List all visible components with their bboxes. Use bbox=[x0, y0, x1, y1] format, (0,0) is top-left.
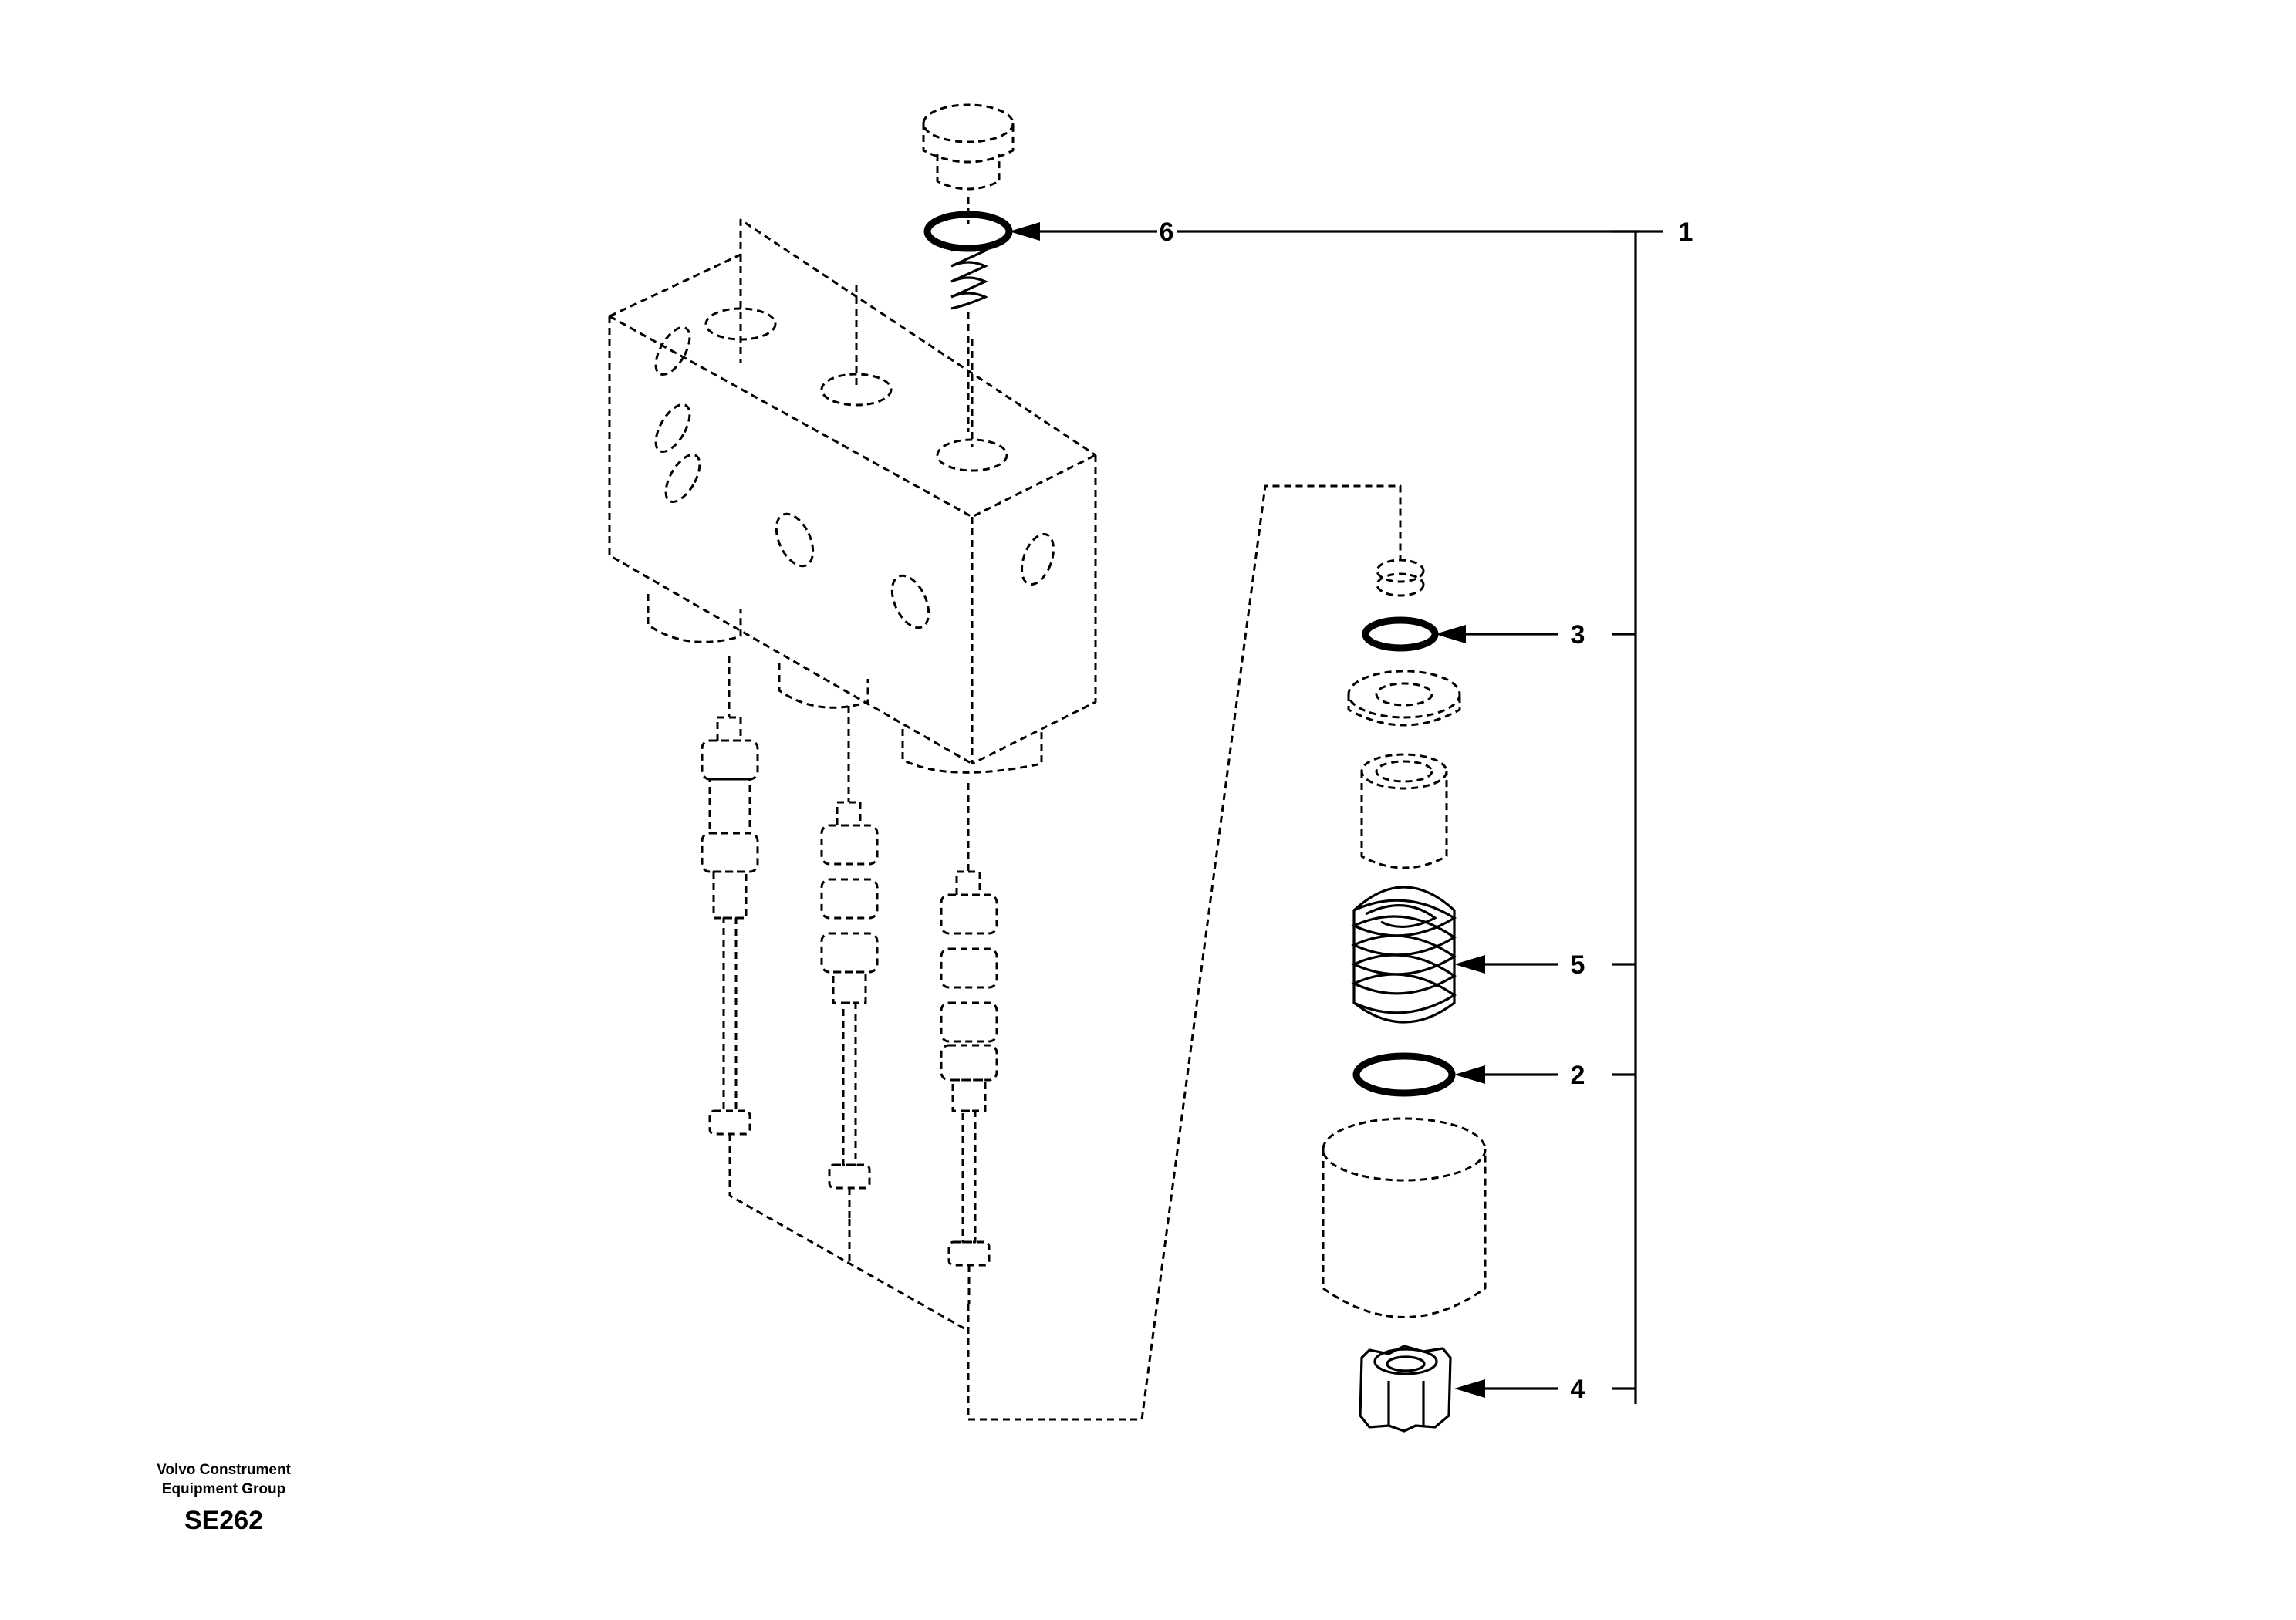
credit-company-line2: Equipment Group bbox=[161, 1481, 286, 1497]
callout-label-1: 1 bbox=[1679, 218, 1693, 247]
sleeve bbox=[1360, 753, 1448, 869]
callout-label-5: 5 bbox=[1571, 950, 1585, 980]
lower-o-ring bbox=[1352, 1052, 1456, 1097]
credit-company-line1: Volvo Construment bbox=[157, 1462, 291, 1478]
diagram-code: SE262 bbox=[184, 1506, 264, 1535]
plug-o-ring bbox=[923, 211, 1013, 252]
callout-label-6: 6 bbox=[1160, 218, 1174, 247]
callout-label-2: 2 bbox=[1571, 1061, 1585, 1090]
spring-seat bbox=[1347, 670, 1461, 727]
assembly-guide-lines bbox=[728, 484, 1402, 1421]
callout-label-4: 4 bbox=[1571, 1375, 1585, 1404]
spring bbox=[1351, 886, 1457, 1024]
small-spring bbox=[950, 245, 988, 310]
cap-washer bbox=[1376, 559, 1425, 597]
nut bbox=[1359, 1345, 1452, 1433]
valve-block bbox=[608, 218, 1097, 774]
callout-label-3: 3 bbox=[1571, 620, 1585, 650]
upper-o-ring bbox=[1362, 616, 1439, 652]
spool-right bbox=[940, 783, 998, 1304]
spool-middle bbox=[820, 706, 879, 1219]
spool-left bbox=[701, 656, 759, 1157]
housing-sleeve bbox=[1322, 1117, 1487, 1318]
top-plug bbox=[922, 103, 1015, 224]
leader-lines bbox=[1009, 222, 1663, 1404]
